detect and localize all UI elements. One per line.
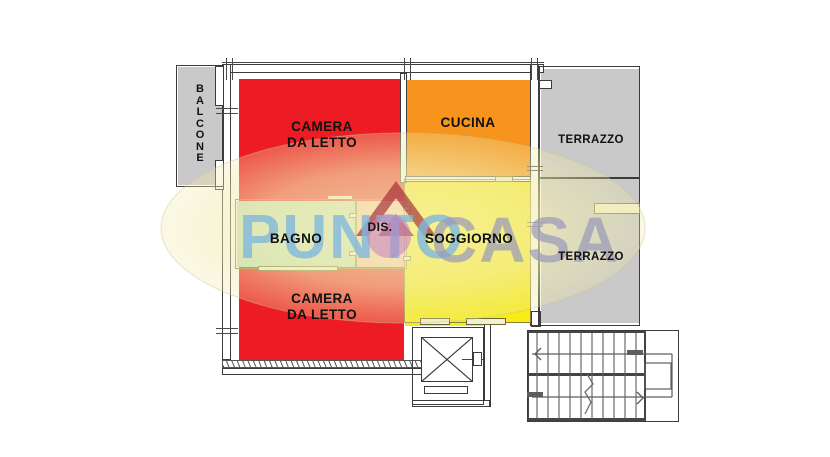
terrazzo-top-outline (539, 66, 640, 178)
label-balcone: B A L C O N E (186, 83, 214, 165)
label-balcone-c4: C (196, 117, 204, 130)
bagno-room-outline (235, 199, 357, 269)
window-tick-right-upper-2 (527, 170, 543, 172)
dimension-line-top (222, 62, 544, 64)
label-balcone-c5: O (195, 129, 205, 142)
door-jamb-soggiorno (403, 206, 411, 211)
window-tick-top-mid (404, 58, 406, 80)
terrazzo-bottom-outline (539, 178, 640, 326)
window-tick-left-upper (216, 108, 238, 110)
stairwell-bottom-beam (527, 418, 645, 421)
door-jamb-camera-top (327, 195, 353, 200)
elevator-shaft-outer (412, 327, 484, 405)
window-tick-top-left-2 (232, 58, 234, 80)
door-jamb-bagno-2 (349, 251, 357, 256)
window-tick-top-right (531, 58, 533, 80)
soggiorno-room-outline (404, 179, 531, 323)
door-jamb-bagno (349, 213, 357, 218)
window-tick-left-upper-2 (216, 113, 238, 115)
label-balcone-c1: B (196, 83, 204, 95)
door-jamb-soggiorno-2 (403, 256, 411, 261)
exterior-wall-bottom-outline (222, 368, 422, 375)
riser-box-icon (531, 311, 541, 327)
elevator-shaft-inner (421, 337, 473, 382)
window-tick-top-mid-2 (410, 58, 412, 80)
label-balcone-c3: L (196, 106, 204, 119)
dis-room-outline (355, 199, 407, 269)
terrazzo-railing (594, 203, 640, 214)
exterior-wall-right (530, 64, 539, 326)
window-tick-left-lower-2 (216, 333, 238, 335)
terrace-door-sill-2 (420, 318, 450, 325)
stairwell-mid-beam (527, 373, 645, 376)
elevator-cross-icon (421, 337, 473, 382)
interior-wall-vertical-center (400, 73, 407, 183)
terrazzo-corner-jog (538, 80, 552, 89)
staircase-treads (527, 333, 673, 419)
room-cucina (405, 80, 530, 180)
exterior-wall-bottom-hatched (222, 360, 422, 368)
window-tick-right-upper (527, 166, 543, 168)
exterior-wall-top (222, 64, 544, 73)
lobby-wall-right (484, 322, 491, 407)
stairwell-top-beam (527, 330, 645, 333)
window-tick-top-right-2 (537, 58, 539, 80)
window-tick-right-mid-2 (527, 226, 543, 228)
terrace-door-sill (466, 318, 506, 325)
window-tick-top-left (226, 58, 228, 80)
window-tick-right-mid (527, 222, 543, 224)
label-balcone-c7: E (196, 152, 204, 165)
elevator-jamb (473, 352, 482, 366)
stairwell-outline (527, 330, 679, 422)
room-camera-da-letto-top (239, 79, 404, 183)
elevator-door-sill (424, 386, 468, 394)
door-jamb-camera-bottom (258, 266, 338, 271)
label-balcone-c2: A (196, 94, 204, 107)
window-tick-left-lower (216, 328, 238, 330)
door-jamb-cucina (495, 176, 513, 182)
